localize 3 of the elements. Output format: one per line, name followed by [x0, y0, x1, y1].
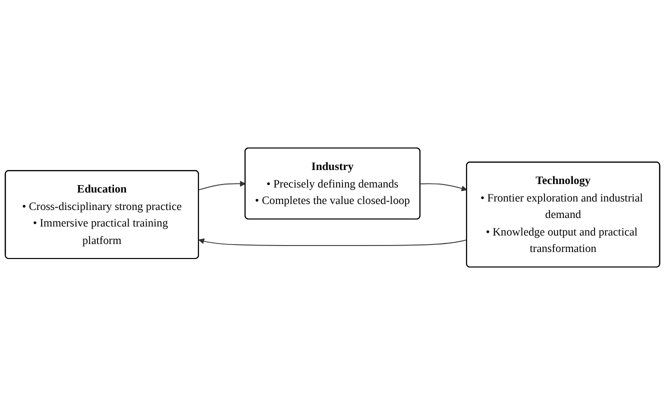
arrow — [420, 183, 468, 192]
arrow — [198, 238, 468, 246]
arrow — [198, 180, 246, 190]
